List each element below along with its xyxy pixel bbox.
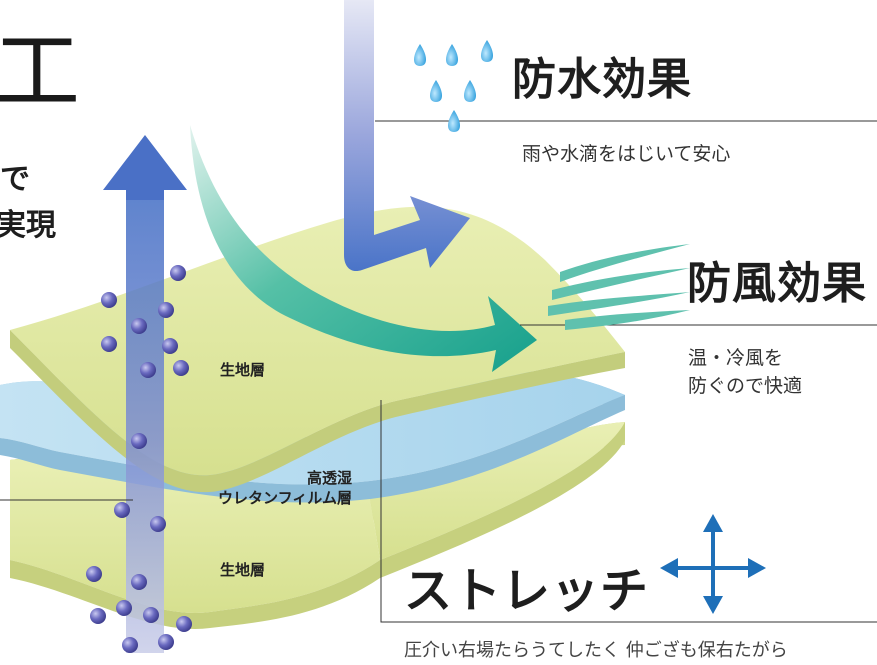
wind-arrow xyxy=(190,125,537,372)
rain-deflect-arrow xyxy=(344,0,470,272)
waterproof-title: 防水効果 xyxy=(512,54,692,105)
stretch-title: ストレッチ xyxy=(404,563,650,619)
wind-lines-icon xyxy=(548,244,690,330)
windproof-description-line-2: 防ぐので快適 xyxy=(688,375,803,397)
stretch-description: 圧介い右場たらうてしたく 仲ござも保右たがら xyxy=(404,640,788,661)
four-way-arrows-icon xyxy=(660,514,766,614)
title-fragment: 工 xyxy=(0,22,80,122)
water-drops-icon xyxy=(414,40,493,132)
top-fabric-label: 生地層 xyxy=(220,361,266,379)
film-label-line-2: ウレタンフィルム層 xyxy=(218,489,352,507)
windproof-description-line-1: 温・冷風を xyxy=(688,347,784,369)
vapor-particles xyxy=(86,265,192,653)
waterproof-description: 雨や水滴をはじいて安心 xyxy=(522,143,731,165)
film-label-line-1: 高透湿 xyxy=(306,469,352,487)
bottom-fabric-label: 生地層 xyxy=(220,561,266,579)
windproof-title: 防風効果 xyxy=(687,258,867,309)
vapor-up-arrow xyxy=(103,135,187,653)
left-text-line-2: 実現 xyxy=(0,208,56,243)
left-text-line-1: で xyxy=(0,162,30,197)
